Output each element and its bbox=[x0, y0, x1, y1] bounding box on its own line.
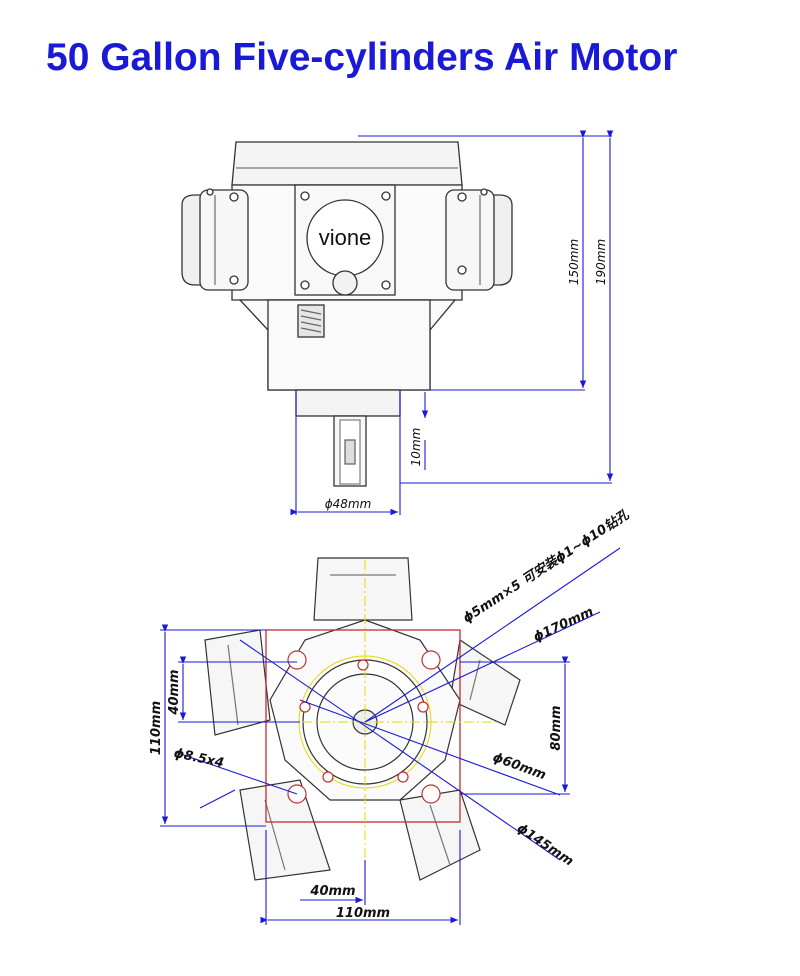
dim-80: 80mm bbox=[549, 705, 564, 750]
dim-48: ϕ48mm bbox=[325, 497, 372, 511]
dim-150: 150mm bbox=[567, 239, 581, 285]
dim-170: ϕ170mm bbox=[531, 604, 596, 645]
mounting-holes bbox=[287, 650, 441, 804]
dim-40-left: 40mm bbox=[167, 669, 182, 715]
dim-40-bottom: 40mm bbox=[309, 884, 355, 899]
top-view-dimensions bbox=[160, 547, 621, 925]
brand-logo-text: vione bbox=[319, 225, 372, 250]
dim-60: ϕ60mm bbox=[491, 750, 548, 783]
dim-110-bottom: 110mm bbox=[336, 906, 390, 921]
side-view-dimensions bbox=[290, 130, 614, 516]
side-view bbox=[181, 141, 513, 487]
dim-8-5: ϕ8.5x4 bbox=[172, 746, 225, 771]
page-title: 50 Gallon Five-cylinders Air Motor bbox=[46, 36, 678, 79]
dim-10: 10mm bbox=[409, 428, 423, 467]
dim-145: ϕ145mm bbox=[514, 821, 576, 870]
top-view bbox=[204, 557, 521, 881]
dim-holes: ϕ5mm×5 可安装ϕ1~ϕ10钻孔 bbox=[460, 506, 633, 626]
dim-110-left: 110mm bbox=[149, 701, 164, 755]
dim-190: 190mm bbox=[594, 239, 608, 285]
